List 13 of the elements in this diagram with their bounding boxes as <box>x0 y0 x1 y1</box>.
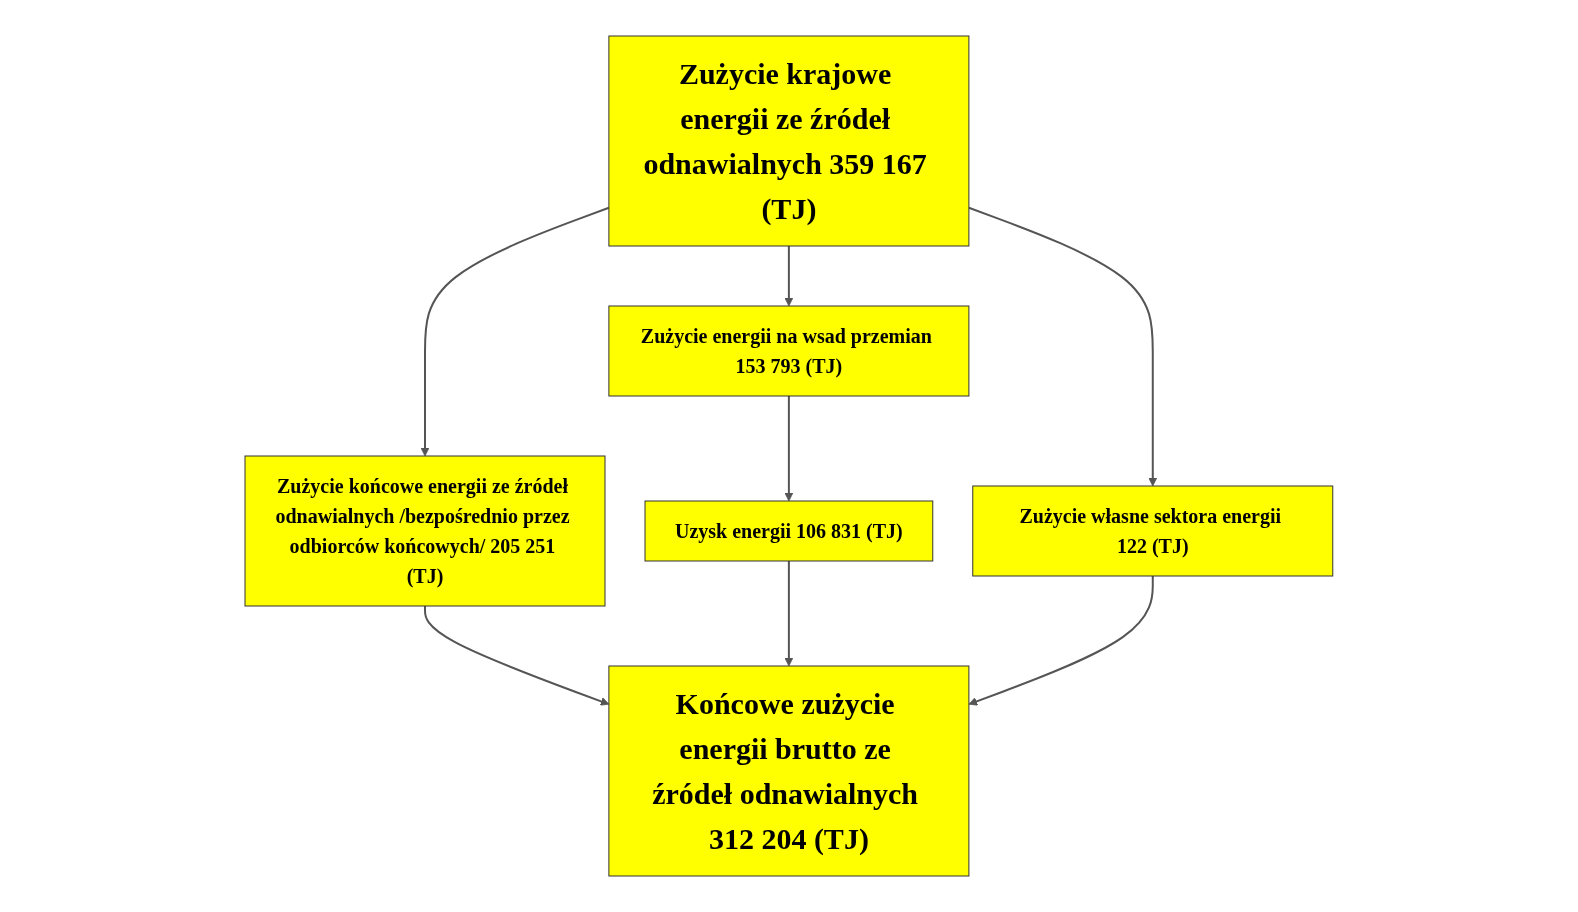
arrow <box>784 395 794 502</box>
node-box: Zużycie końcowe energii ze źródeł odnawialnych /bezpośrednio przez odbiorców końcowych/ 205 251 (TJ) <box>244 455 606 607</box>
arrow <box>968 206 1158 487</box>
arrow <box>420 206 610 457</box>
node-box: Zużycie krajowe energii ze źródeł odnawialnych 359 167 (TJ) <box>608 35 970 247</box>
arrow <box>424 605 610 706</box>
node-box: Końcowe zużycie energii brutto ze źródeł odnawialnych 312 204 (TJ) <box>608 665 970 877</box>
node-box: Uzysk energii 106 831 (TJ) <box>644 500 934 562</box>
node-box: Zużycie własne sektora energii 122 (TJ) <box>972 485 1334 577</box>
arrow <box>784 245 794 307</box>
arrow <box>784 560 794 667</box>
node-box: Zużycie energii na wsad przemian 153 793 (TJ) <box>608 305 970 397</box>
arrow <box>968 575 1154 706</box>
